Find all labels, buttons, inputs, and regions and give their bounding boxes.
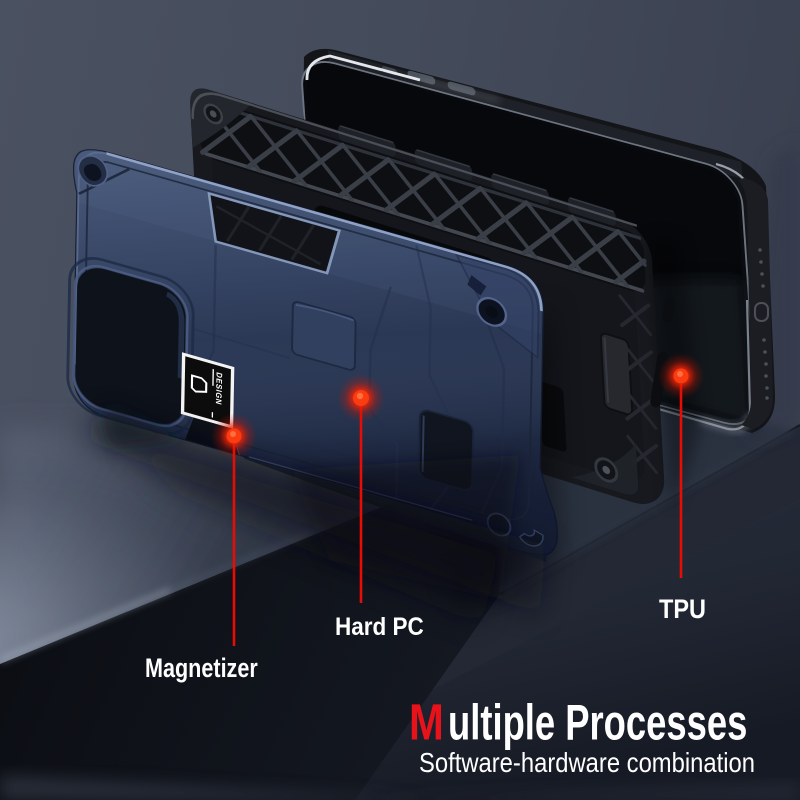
svg-text:M: M xyxy=(409,694,444,751)
svg-text:DESIGN: DESIGN xyxy=(214,371,224,406)
svg-text:Magnetizer: Magnetizer xyxy=(145,654,258,684)
svg-text:Software-hardware combination: Software-hardware combination xyxy=(419,747,755,778)
svg-text:TPU: TPU xyxy=(659,595,706,625)
svg-text:ultiple Processes: ultiple Processes xyxy=(448,695,747,751)
svg-text:Hard PC: Hard PC xyxy=(335,613,424,641)
